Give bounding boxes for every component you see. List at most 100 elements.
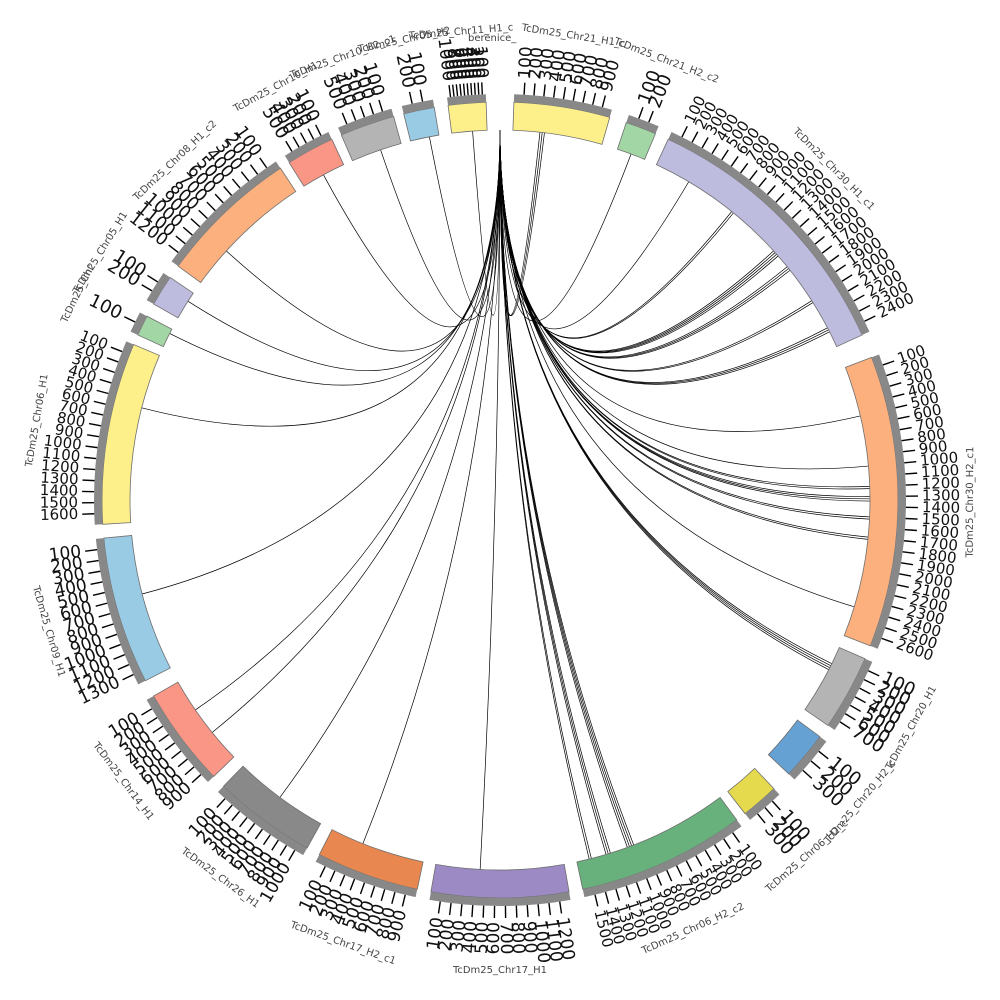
tick-label: 100 bbox=[515, 46, 537, 80]
tick-mark bbox=[198, 209, 208, 220]
tick-mark bbox=[903, 540, 916, 543]
tick-mark bbox=[900, 562, 914, 566]
tick-mark bbox=[889, 382, 902, 387]
tick-label: 700 bbox=[914, 413, 945, 436]
tick-mark bbox=[85, 549, 98, 552]
tick-mark bbox=[378, 99, 384, 112]
tick-mark bbox=[307, 128, 315, 140]
tick-mark bbox=[254, 828, 263, 840]
tick-mark bbox=[147, 274, 158, 283]
tick-mark bbox=[732, 832, 741, 843]
link-tcdm25-chr06-h2-c2 bbox=[499, 129, 628, 848]
tick-mark bbox=[271, 839, 279, 851]
segments-layer bbox=[94, 94, 906, 906]
link-tcdm25-chr14-h1 bbox=[195, 129, 501, 711]
link-tcdm25-chr30-h1-c1 bbox=[499, 129, 777, 353]
tick-label: 1200 bbox=[40, 456, 79, 477]
tick-mark bbox=[625, 885, 631, 898]
segment-band-tcdm25-chr08-h1-c2 bbox=[171, 161, 281, 267]
tick-label: 900 bbox=[54, 420, 85, 442]
tick-mark bbox=[238, 817, 248, 828]
link-tcdm25-chr06-h2-c2 bbox=[499, 129, 635, 846]
tick-mark bbox=[319, 866, 326, 878]
tick-mark bbox=[802, 769, 813, 779]
tick-mark bbox=[758, 177, 767, 188]
tick-mark bbox=[646, 878, 652, 890]
tick-mark bbox=[859, 687, 871, 695]
tick-label: 900 bbox=[918, 437, 949, 458]
tick-label: 200 bbox=[49, 553, 84, 578]
tick-mark bbox=[190, 218, 201, 228]
segment-tcdm25-chr11-h1-c bbox=[447, 101, 488, 134]
tick-label: 600 bbox=[912, 400, 944, 423]
tick-mark bbox=[92, 591, 105, 596]
tick-mark bbox=[904, 528, 917, 532]
tick-label: 300 bbox=[447, 919, 470, 953]
link-tcdm25-chr06-h2-c2 bbox=[499, 129, 590, 860]
tick-mark bbox=[899, 426, 912, 431]
tick-mark bbox=[93, 400, 106, 405]
tick-mark bbox=[470, 82, 473, 96]
tick-label: 1000 bbox=[530, 919, 554, 964]
tick-mark bbox=[675, 865, 683, 877]
tick-mark bbox=[240, 171, 250, 182]
tick-mark bbox=[601, 95, 607, 108]
tick-mark bbox=[888, 616, 901, 622]
tick-mark bbox=[791, 209, 802, 219]
tick-mark bbox=[105, 633, 118, 639]
segment-band-tcdm25-chr09-h1 bbox=[95, 538, 146, 685]
segment-band-tcdm25-chr17-h1 bbox=[429, 891, 571, 906]
tick-mark bbox=[460, 904, 463, 917]
tick-mark bbox=[84, 456, 97, 460]
link-tcdm25-chr26-h1 bbox=[279, 129, 501, 798]
tick-label: 600 bbox=[484, 922, 504, 955]
hub-label: berenice_ bbox=[468, 33, 517, 44]
tick-label: 1400 bbox=[40, 481, 79, 500]
tick-mark bbox=[341, 112, 348, 125]
segment-tcdm25-chr10-h2-c1 bbox=[340, 115, 402, 162]
tick-mark bbox=[182, 226, 193, 236]
tick-mark bbox=[191, 774, 202, 784]
tick-mark bbox=[681, 125, 688, 138]
tick-mark bbox=[146, 716, 158, 725]
segment-band-tcdm25-chr06-h1 bbox=[94, 341, 134, 525]
segment-band-tcdm25-chr17-h2-c1 bbox=[315, 854, 418, 898]
tick-mark bbox=[339, 874, 346, 887]
tick-mark bbox=[656, 874, 663, 886]
tick-mark bbox=[853, 294, 865, 302]
tick-mark bbox=[904, 460, 917, 464]
link-tcdm25-chr30-h1-c1 bbox=[499, 129, 690, 330]
tick-mark bbox=[799, 218, 810, 228]
link-tcdm25-chr05-h2 bbox=[429, 129, 501, 317]
tick-mark bbox=[350, 109, 357, 121]
tick-mark bbox=[90, 581, 103, 586]
tick-label: 700 bbox=[58, 396, 90, 420]
tick-mark bbox=[113, 654, 125, 660]
tick-mark bbox=[359, 105, 366, 118]
link-tcdm25-chr06-h2-c2 bbox=[499, 129, 609, 854]
tick-label: 400 bbox=[546, 48, 570, 83]
tick-mark bbox=[171, 750, 182, 760]
tick-mark bbox=[369, 102, 375, 115]
tick-mark bbox=[897, 415, 910, 420]
tick-label: 900 bbox=[439, 47, 463, 82]
tick-mark bbox=[349, 878, 356, 891]
tick-mark bbox=[214, 193, 224, 204]
segment-tcdm25-chr14-h1 bbox=[153, 681, 235, 778]
tick-mark bbox=[459, 83, 462, 96]
segment-band-tcdm25-chr11-h1-c bbox=[447, 94, 487, 106]
tick-mark bbox=[553, 85, 556, 98]
link-tcdm25-chr10-h1 bbox=[323, 129, 501, 328]
tick-mark bbox=[249, 164, 259, 175]
tick-mark bbox=[807, 226, 818, 236]
tick-label: 1000 bbox=[43, 431, 83, 454]
tick-label: 1100 bbox=[41, 444, 81, 466]
tick-mark bbox=[462, 83, 466, 96]
tick-mark bbox=[818, 750, 829, 760]
tick-mark bbox=[82, 479, 95, 482]
tick-label: 1300 bbox=[922, 486, 960, 504]
tick-mark bbox=[841, 274, 853, 282]
tick-mark bbox=[828, 254, 840, 263]
link-tcdm25-chr30-h2-c1 bbox=[499, 129, 855, 608]
